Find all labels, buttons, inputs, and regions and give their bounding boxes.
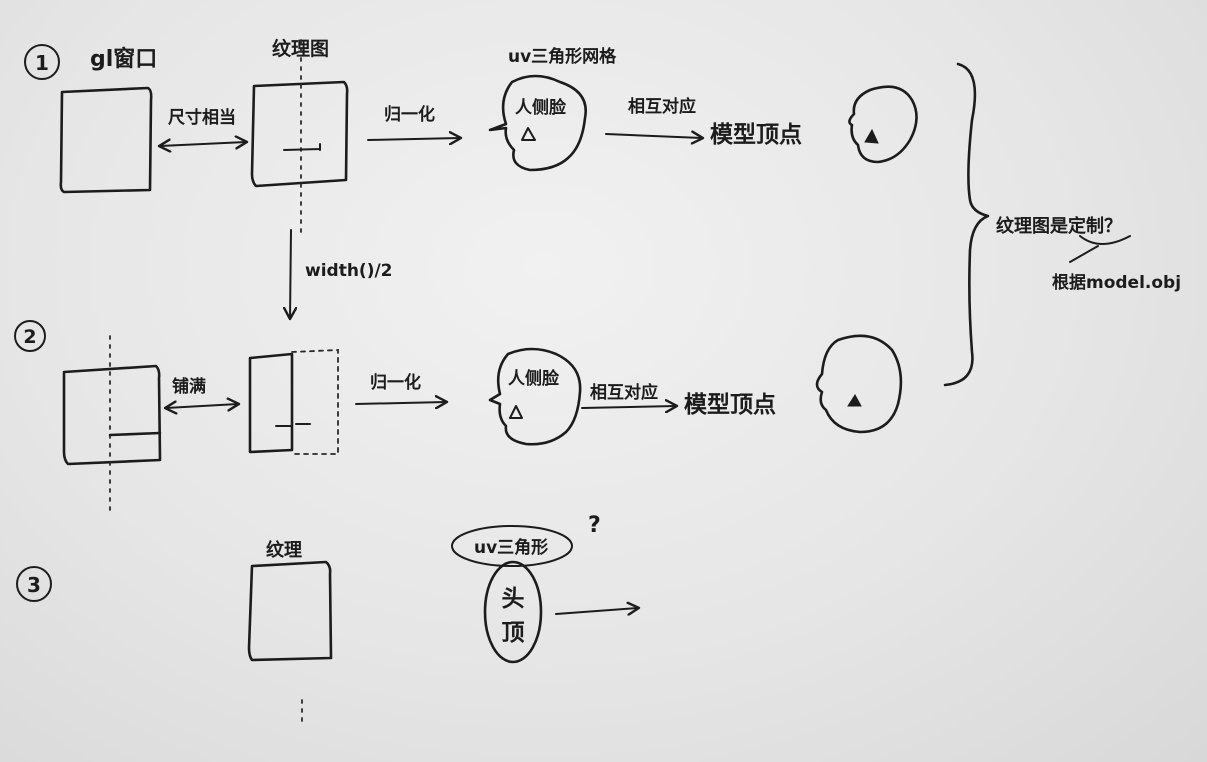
- half-texture-mark: [275, 423, 311, 427]
- head-top-char-1: 头: [502, 586, 525, 612]
- model-head-2: [815, 334, 903, 434]
- brace-connector: [1069, 235, 1131, 263]
- fill-double-arrow: [166, 404, 238, 408]
- halve-label: width()/2: [305, 261, 393, 281]
- gl-window-box: [59, 86, 153, 194]
- size-double-arrow: [160, 142, 246, 146]
- gl-window-box-2: [62, 364, 162, 466]
- brace-question: 纹理图是定制？: [996, 215, 1122, 237]
- normalize-label-1: 归一化: [384, 104, 435, 125]
- vertex-label-1: 模型顶点: [710, 122, 802, 148]
- model-head-1: [848, 85, 918, 164]
- texture-box-3: [247, 560, 333, 662]
- face-label-1: 人侧脸: [515, 97, 567, 118]
- svg-text:2: 2: [23, 326, 36, 348]
- section-marker-2: 2: [14, 320, 46, 352]
- map-label-2: 相互对应: [590, 382, 658, 403]
- uv-triangle-1: [521, 127, 536, 141]
- brace-answer: 根据model.obj: [1052, 272, 1181, 293]
- model-vertex-1: [864, 128, 879, 144]
- map-label-1: 相互对应: [628, 96, 696, 117]
- gl-window-label: gl窗口: [90, 46, 157, 72]
- fill-label: 铺满: [172, 376, 206, 397]
- question-mark: ?: [588, 513, 601, 538]
- uv-triangle-2: [509, 405, 523, 419]
- texture-box: [250, 80, 349, 188]
- head-top-oval: [483, 560, 543, 664]
- uv-triangle-bubble: [451, 525, 573, 567]
- normalize-arrow-2: [355, 402, 446, 404]
- uv-mesh-label: uv三角形网格: [508, 46, 617, 67]
- section-marker-1: 1: [24, 44, 60, 80]
- vertex-label-2: 模型顶点: [684, 392, 776, 418]
- normalize-label-2: 归一化: [370, 372, 421, 393]
- map-arrow-2: [581, 406, 676, 408]
- uv-face-outline-1: [488, 74, 588, 172]
- svg-text:3: 3: [27, 573, 41, 597]
- texture-label-3: 纹理: [266, 539, 302, 561]
- halve-arrow: [290, 229, 291, 318]
- size-arrow-label: 尺寸相当: [168, 107, 236, 128]
- gl-uv-mark-2: [108, 431, 162, 437]
- head-top-char-2: 顶: [502, 620, 525, 646]
- texture-uv-mark: [283, 143, 321, 151]
- map-arrow-1: [605, 134, 702, 138]
- half-texture-box: [248, 352, 294, 454]
- section-marker-3: 3: [16, 566, 52, 602]
- model-vertex-2: [847, 394, 862, 407]
- group-brace: [943, 62, 990, 387]
- normalize-arrow-1: [367, 138, 460, 140]
- half-texture-dashed: [291, 349, 339, 455]
- uv-triangle-label: uv三角形: [474, 537, 548, 558]
- svg-text:1: 1: [35, 51, 49, 75]
- face-label-2: 人侧脸: [508, 368, 560, 389]
- head-top-arrow: [555, 608, 638, 614]
- uv-face-outline-2: [488, 347, 582, 446]
